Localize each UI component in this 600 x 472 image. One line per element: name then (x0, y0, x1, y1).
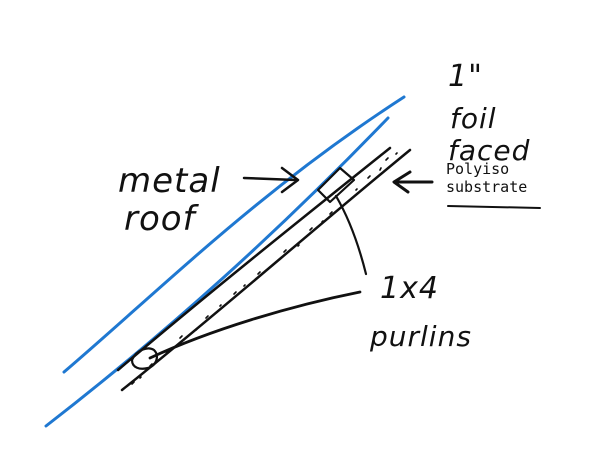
label-faced: faced (448, 134, 530, 167)
purlin-leader-upper (334, 194, 368, 276)
metal-roof-line-top (62, 95, 406, 374)
label-foil: foil (450, 102, 497, 135)
annotation-arrows (148, 166, 541, 360)
label-roof: roof (124, 199, 200, 239)
label-one-by-four: 1x4 (380, 271, 439, 306)
polyiso-edge-top (116, 146, 392, 372)
label-polyiso: Polyiso (446, 160, 509, 178)
polyiso-board (116, 146, 412, 392)
metal-roof-arrow (242, 176, 298, 182)
label-substrate: substrate (446, 178, 527, 196)
metal-roof-line-bottom (44, 116, 390, 428)
metal-roof-lines (44, 95, 406, 428)
purlin-lower (130, 347, 158, 370)
label-one-inch: 1" (448, 59, 483, 94)
label-metal: metal (118, 161, 221, 201)
purlin-upper (316, 166, 356, 204)
polyiso-speckle (131, 152, 398, 385)
purlin-leader-lower (148, 290, 362, 360)
label-purlins: purlins (369, 320, 472, 353)
polyiso-edge-bottom (120, 148, 412, 392)
substrate-underline (447, 205, 541, 209)
